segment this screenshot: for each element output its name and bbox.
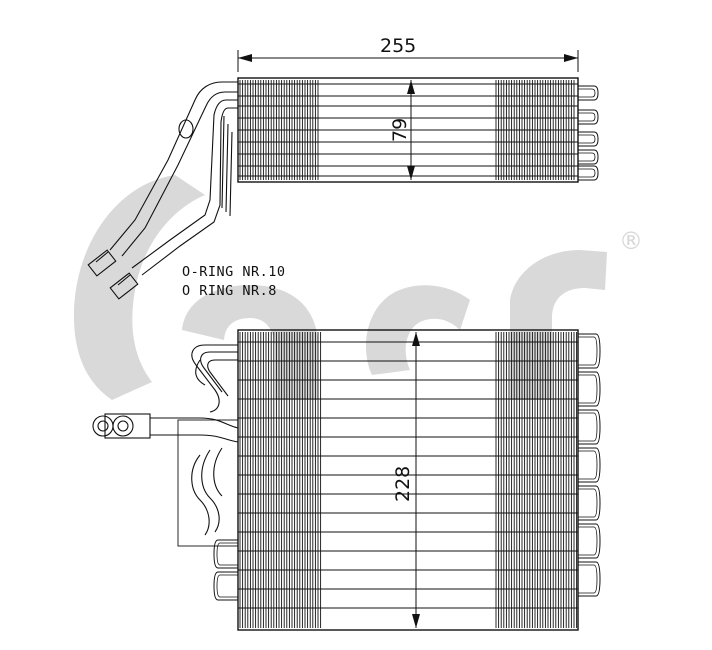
return-bend-inner: [578, 134, 596, 144]
return-bend-inner: [578, 112, 596, 122]
return-bend: [578, 523, 601, 559]
dimension-width: 255: [237, 35, 579, 72]
dimension-top-height-label: 79: [389, 118, 411, 142]
return-bend-inner: [578, 374, 598, 404]
return-bend: [578, 333, 601, 369]
front-fin-block-left: [239, 332, 322, 628]
oring-note-2: O RING NR.8: [182, 283, 277, 299]
top-pipe-assembly: [87, 81, 238, 300]
return-bend-inner: [578, 564, 598, 594]
return-bend-inner: [578, 168, 596, 178]
return-bend-inner: [578, 88, 596, 98]
return-bend: [578, 371, 601, 407]
top-tube-lines: [238, 95, 578, 167]
return-bend: [578, 561, 601, 597]
top-view-evaporator: 255 79: [87, 35, 599, 300]
front-pipe-assembly: [92, 344, 239, 547]
dimension-front-height: 228: [392, 332, 420, 628]
dimension-width-label: 255: [380, 35, 416, 57]
return-bend-inner: [578, 526, 598, 556]
return-bend: [213, 539, 238, 569]
return-bend: [213, 571, 238, 601]
return-bend: [578, 109, 599, 125]
return-bend-inner: [578, 412, 598, 442]
return-bend: [578, 149, 599, 165]
front-return-bends-right: [578, 333, 601, 597]
return-bend-inner: [578, 488, 598, 518]
acr-watermark-logo: [73, 175, 607, 400]
return-bend-inner: [578, 450, 598, 480]
return-bend: [578, 409, 601, 445]
oring-note-1: O-RING NR.10: [182, 264, 286, 280]
return-bend: [578, 485, 601, 521]
front-view-evaporator: 228: [92, 329, 601, 631]
return-bend: [578, 447, 601, 483]
dimension-top-height: 79: [389, 80, 415, 180]
front-return-bends-left: [213, 539, 238, 601]
return-bend: [578, 165, 599, 181]
dimension-front-height-label: 228: [392, 466, 414, 502]
return-bend-inner: [578, 336, 598, 366]
return-bend-inner: [216, 542, 238, 566]
return-bend: [578, 85, 599, 101]
registered-mark: ®: [619, 227, 643, 255]
top-return-bends: [578, 85, 599, 181]
front-tube-lines: [238, 341, 578, 609]
return-bend-inner: [578, 152, 596, 162]
front-fin-block-right: [495, 332, 578, 628]
return-bend: [578, 131, 599, 147]
return-bend-inner: [216, 574, 238, 598]
